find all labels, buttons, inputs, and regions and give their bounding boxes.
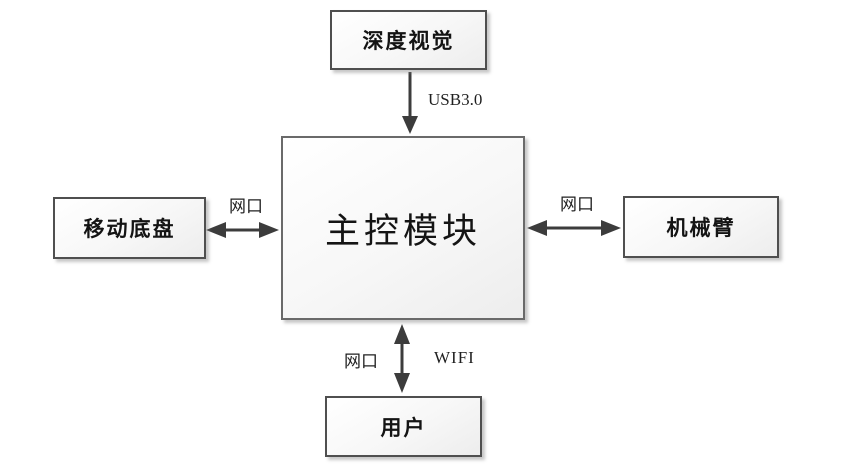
edge-bottom-network-arrow (394, 324, 410, 393)
edge-label-left-network-port: 网口 (229, 197, 263, 216)
node-mobile-chassis-label: 移动底盘 (83, 217, 176, 241)
node-user-label: 用户 (380, 415, 427, 440)
arrowhead-left-icon (206, 222, 226, 238)
node-depth-vision-label: 深度视觉 (362, 29, 455, 53)
arrowhead-right-icon (259, 222, 279, 238)
node-mobile-chassis: 移动底盘 (53, 197, 206, 259)
node-main-control-label: 主控模块 (324, 211, 481, 251)
edge-label-wifi: WIFI (434, 348, 475, 367)
edge-right-network-arrow (527, 220, 621, 236)
node-robotic-arm-label: 机械臂 (666, 216, 736, 240)
arrowhead-up-icon (394, 324, 410, 344)
arrowhead-down-icon (402, 116, 418, 134)
edge-left-network-arrow (206, 222, 279, 238)
node-robotic-arm: 机械臂 (623, 196, 779, 258)
node-main-control: 主控模块 (281, 136, 525, 320)
edge-label-usb: USB3.0 (428, 90, 483, 109)
edge-usb-arrow (402, 72, 418, 134)
arrowhead-right-icon (601, 220, 621, 236)
edge-label-bottom-network-port: 网口 (344, 352, 378, 371)
arrowhead-down-icon (394, 373, 410, 393)
arrowhead-left-icon (527, 220, 547, 236)
edge-label-right-network-port: 网口 (560, 195, 594, 214)
node-depth-vision: 深度视觉 (330, 10, 487, 70)
node-user: 用户 (325, 396, 482, 457)
